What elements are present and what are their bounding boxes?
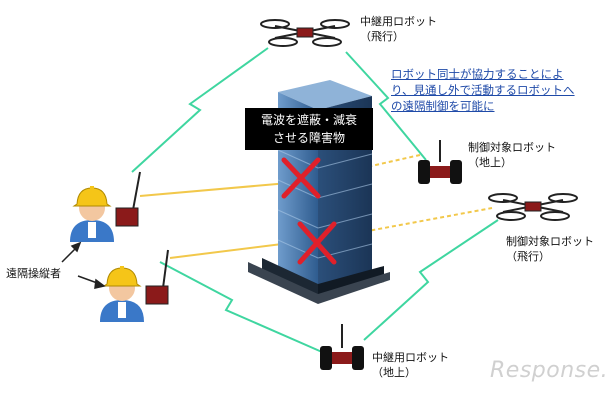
obstacle-label: 電波を遮蔽・減衰 させる障害物 (245, 108, 373, 150)
link-operator-to-air-relay (131, 47, 269, 173)
link-ground-relay-to-air-target (363, 219, 499, 341)
watermark-logo: Response. (490, 358, 609, 383)
operator-arrows (61, 241, 106, 289)
operator-lower-icon (100, 266, 144, 322)
ground-robot-relay-icon (320, 324, 364, 370)
link-air-relay-to-ground-target (345, 51, 427, 161)
obstacle-line-1: 電波を遮蔽・減衰 (260, 113, 357, 127)
label-relay-ground: 中継用ロボット （地上） (372, 351, 449, 379)
obstacle-line-2: させる障害物 (272, 131, 345, 145)
label-operator: 遠隔操縦者 (6, 267, 61, 280)
drone-relay-air-icon (260, 19, 350, 47)
block-x-lower (297, 221, 337, 265)
operator-upper-icon (70, 186, 114, 242)
block-x-upper (281, 157, 321, 199)
label-relay-air: 中継用ロボット （飛行） (360, 15, 437, 43)
label-target-air: 制御対象ロボット （飛行） (506, 235, 594, 263)
controller-lower-icon (145, 249, 169, 305)
drone-target-air-icon (488, 193, 578, 221)
relay-links (131, 47, 499, 353)
direct-line-upper (139, 181, 301, 197)
controller-upper-icon (115, 171, 141, 227)
label-target-ground: 制御対象ロボット （地上） (468, 141, 556, 169)
ground-robot-target-icon (418, 140, 462, 184)
link-operator-to-ground-relay (159, 261, 323, 353)
explanation-note: ロボット同士が協力することにより、見通し外で活動するロボットへの遠隔制御を可能に (391, 67, 575, 113)
